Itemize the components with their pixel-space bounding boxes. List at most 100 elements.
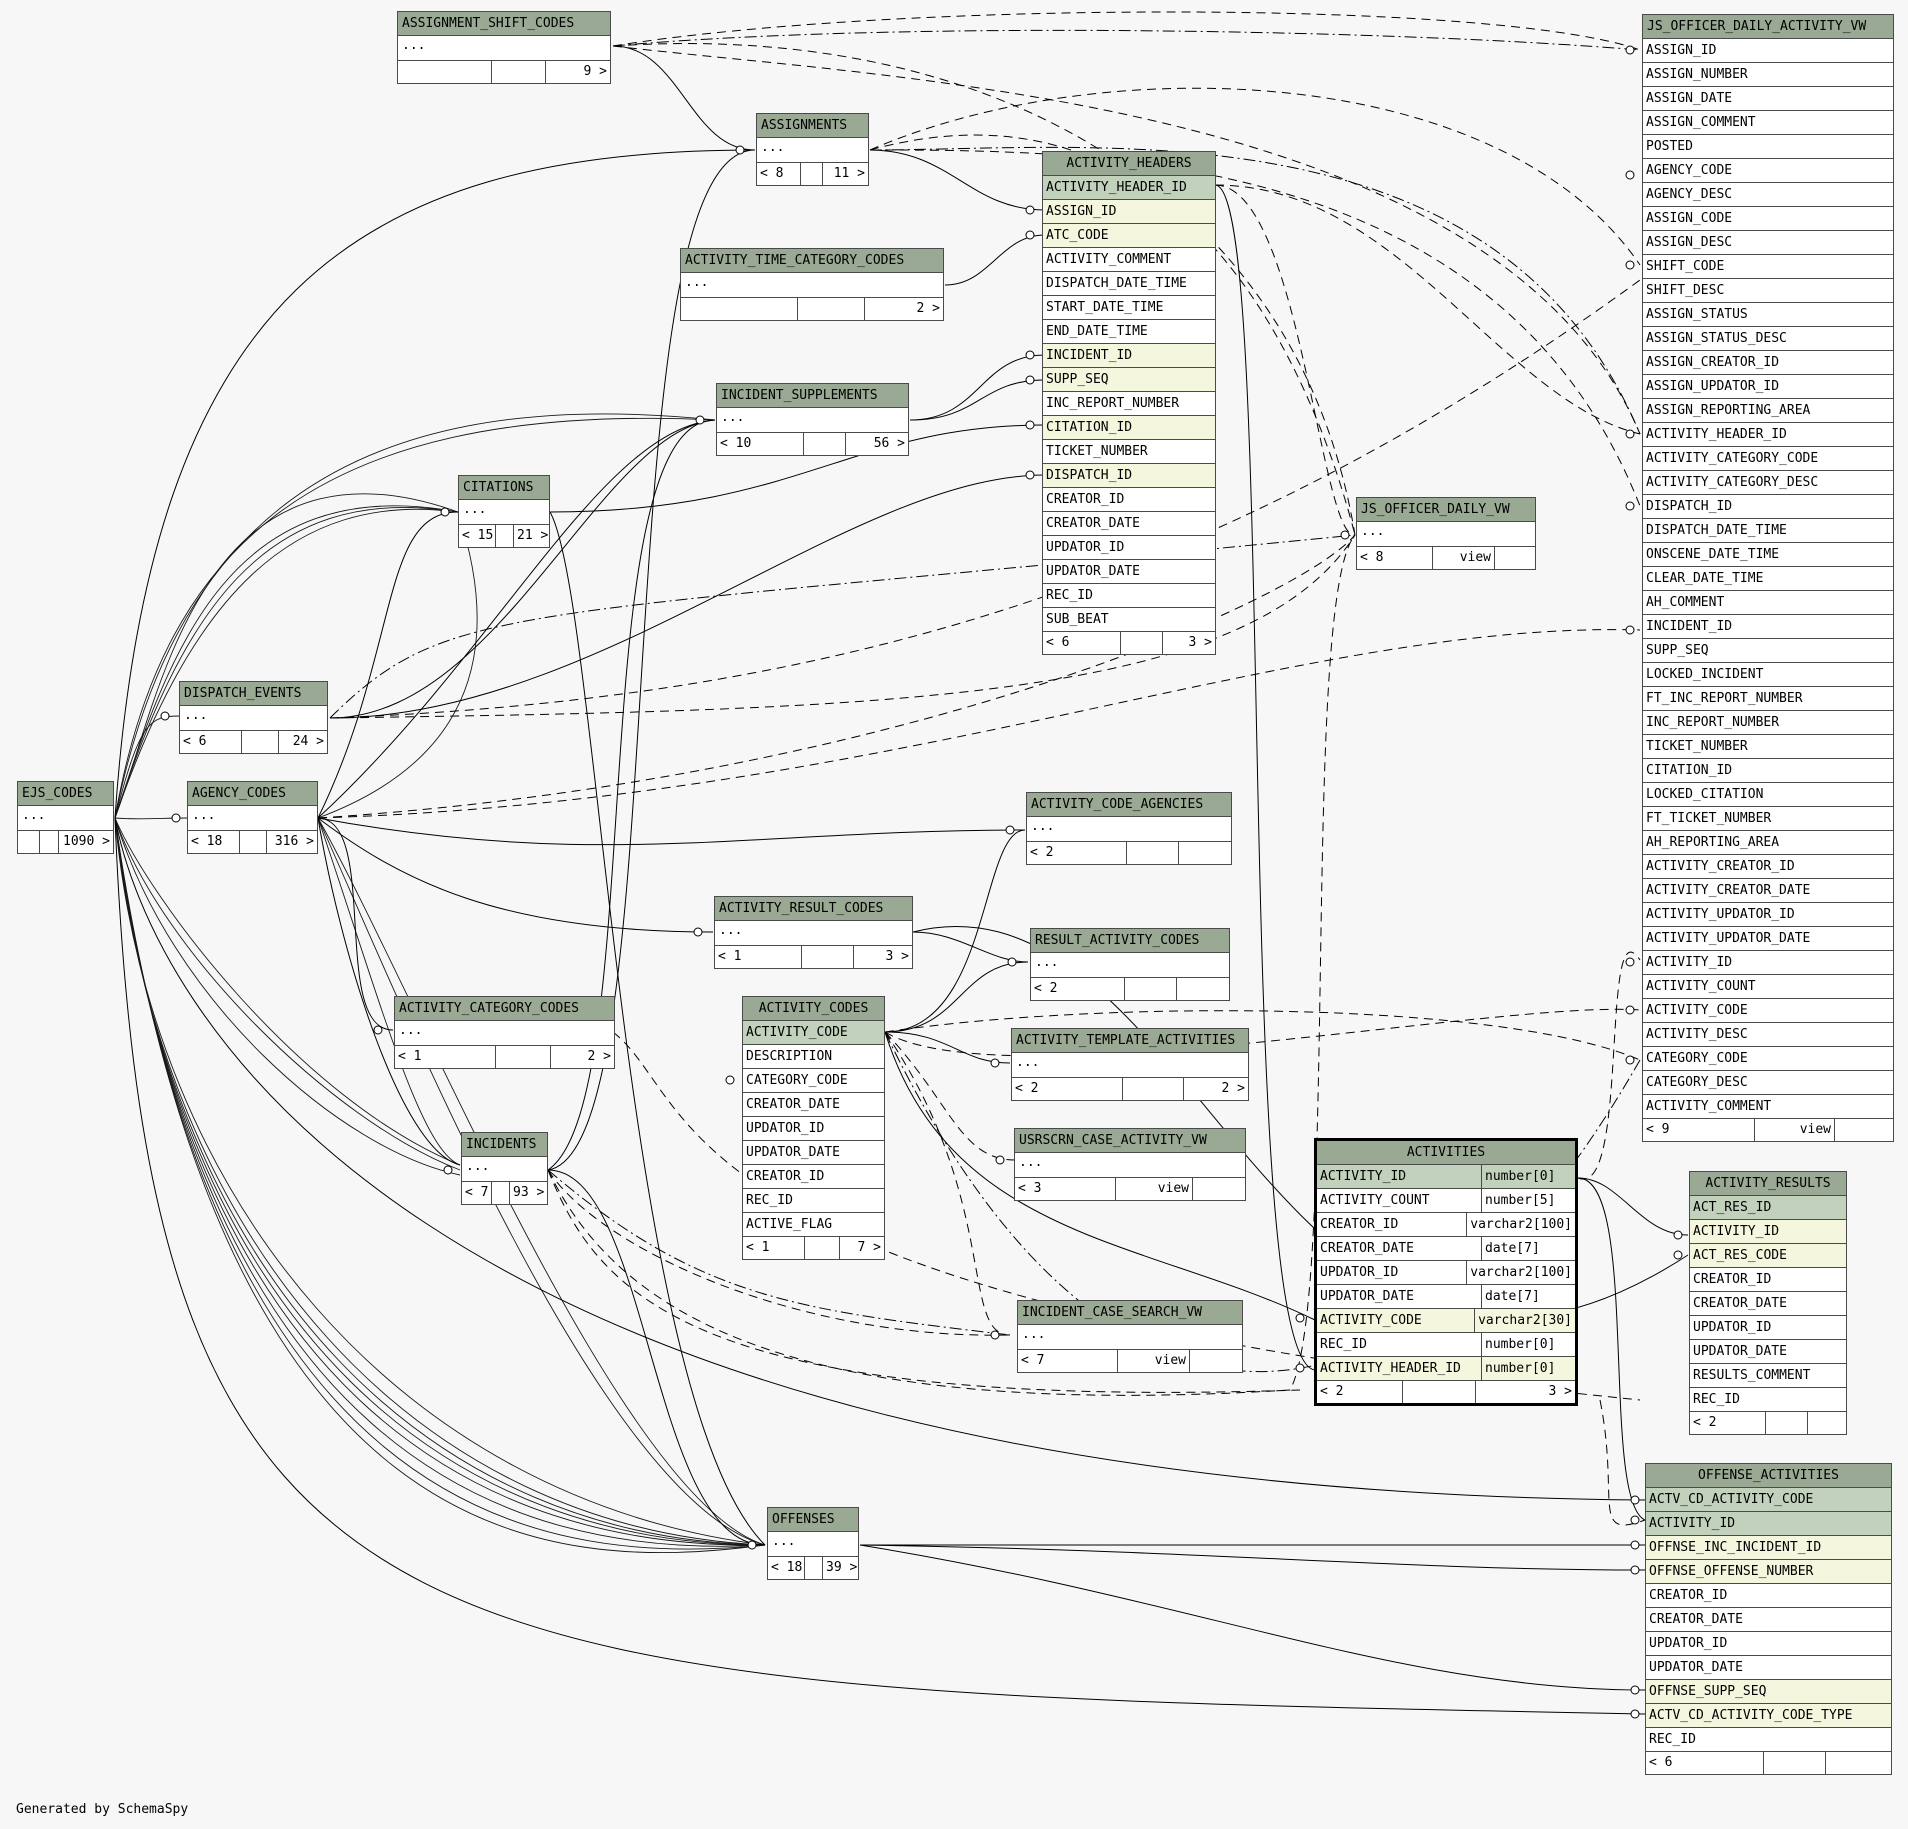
column-row: ASSIGN_CODE [1643,207,1893,231]
table-footer: < 8 view [1357,547,1535,569]
column-row: ASSIGN_DATE [1643,87,1893,111]
column-row: UPDATOR_DATE [743,1141,884,1165]
edge-aca-agency [317,817,1026,846]
table-ejs-codes[interactable]: EJS_CODES ... 1090 > [17,781,114,854]
table-activity-result-codes[interactable]: ACTIVITY_RESULT_CODES ... < 1 3 > [714,896,913,969]
edge-aca-codes [884,829,1026,1033]
table-incident-supplements[interactable]: INCIDENT_SUPPLEMENTS ... < 10 56 > [716,383,909,456]
column-row: INC_REPORT_NUMBER [1043,392,1215,416]
table-result-activity-codes[interactable]: RESULT_ACTIVITY_CODES ... < 2 [1030,928,1230,1001]
column-row: DISPATCH_DATE_TIME [1643,519,1893,543]
table-assignments[interactable]: ASSIGNMENTS ... < 8 11 > [756,113,869,186]
table-offense-activities[interactable]: OFFENSE_ACTIVITIES ACTV_CD_ACTIVITY_CODE… [1645,1463,1892,1775]
column-row: ACTIVITY_CATEGORY_CODE [1643,447,1893,471]
table-activity-template-activities[interactable]: ACTIVITY_TEMPLATE_ACTIVITIES ... < 2 2 > [1011,1028,1249,1101]
table-footer: < 2 [1690,1412,1846,1434]
table-title: INCIDENT_CASE_SEARCH_VW [1018,1301,1242,1325]
table-activity-time-category-codes[interactable]: ACTIVITY_TIME_CATEGORY_CODES ... 2 > [680,248,944,321]
edge-assignments-shift [612,45,756,151]
table-footer: < 7 view [1018,1350,1242,1372]
table-incidents[interactable]: INCIDENTS ... < 7 93 > [461,1132,548,1205]
edge-offenses-citations [549,511,766,1546]
table-dispatch-events[interactable]: DISPATCH_EVENTS ... < 6 24 > [179,681,328,754]
table-activity-headers[interactable]: ACTIVITY_HEADERS ACTIVITY_HEADER_ID ASSI… [1042,151,1216,655]
edge-ah-assignments [869,149,1046,211]
columns-collapsed: ... [717,408,908,433]
table-title: INCIDENTS [462,1133,547,1157]
columns-collapsed: ... [1012,1053,1248,1078]
column-row: CITATION_ID [1643,759,1893,783]
column-row: ACT_RES_ID [1690,1196,1846,1220]
column-row: FT_INC_REPORT_NUMBER [1643,687,1893,711]
table-agency-codes[interactable]: AGENCY_CODES ... < 18 316 > [187,781,318,854]
columns-collapsed: ... [1357,522,1535,547]
table-footer: < 10 56 > [717,433,908,455]
table-title: JS_OFFICER_DAILY_ACTIVITY_VW [1643,15,1893,39]
table-activity-results[interactable]: ACTIVITY_RESULTS ACT_RES_ID ACTIVITY_ID … [1689,1171,1847,1435]
column-row: SHIFT_DESC [1643,279,1893,303]
table-footer: < 1 2 > [395,1046,614,1068]
table-footer: < 2 2 > [1012,1078,1248,1100]
table-incident-case-search-vw[interactable]: INCIDENT_CASE_SEARCH_VW ... < 7 view [1017,1300,1243,1373]
column-row: ACTIVITY_ID [1690,1220,1846,1244]
edge-incidents-agency [317,817,461,1166]
column-row: OFFNSE_INC_INCIDENT_ID [1646,1536,1891,1560]
edge-ah-citations [549,424,1046,513]
table-js-officer-daily-vw[interactable]: JS_OFFICER_DAILY_VW ... < 8 view [1356,497,1536,570]
column-row: ACTIVITY_COUNT [1643,975,1893,999]
column-row: ASSIGN_DESC [1643,231,1893,255]
column-row: REC_ID [1690,1388,1846,1412]
column-row: CREATOR_DATE [1646,1608,1891,1632]
column-row: ACTIVITY_UPDATOR_ID [1643,903,1893,927]
column-row: TICKET_NUMBER [1643,735,1893,759]
table-activity-codes[interactable]: ACTIVITY_CODES ACTIVITY_CODE DESCRIPTION… [742,996,885,1260]
edge-rac-result [912,931,1029,963]
table-citations[interactable]: CITATIONS ... < 15 21 > [458,475,550,548]
column-row: ACTIVE_FLAG [743,1213,884,1237]
column-row: OFFNSE_SUPP_SEQ [1646,1680,1891,1704]
edge-oa-offenses-2 [859,1544,1646,1571]
table-usrscrn-case-activity-vw[interactable]: USRSCRN_CASE_ACTIVITY_VW ... < 3 view [1014,1128,1246,1201]
table-offenses[interactable]: OFFENSES ... < 18 39 > [767,1507,859,1580]
column-row: INCIDENT_ID [1643,615,1893,639]
columns-collapsed: ... [1018,1325,1242,1350]
edge-assign-incidents [547,149,756,1171]
column-row: CATEGORY_DESC [1643,1071,1893,1095]
edge-rac-codes [884,961,1029,1033]
columns-collapsed: ... [715,921,912,946]
column-row: OFFNSE_OFFENSE_NUMBER [1646,1560,1891,1584]
column-row: CLEAR_DATE_TIME [1643,567,1893,591]
table-title: ACTIVITY_TIME_CATEGORY_CODES [681,249,943,273]
table-title: DISPATCH_EVENTS [180,682,327,706]
column-row: CREATOR_DATE [1690,1292,1846,1316]
column-row: LOCKED_INCIDENT [1643,663,1893,687]
table-assignment-shift-codes[interactable]: ASSIGNMENT_SHIFT_CODES ... 9 > [397,11,611,84]
column-row: CREATOR_ID [743,1165,884,1189]
columns-collapsed: ... [768,1532,858,1557]
column-row: CREATOR_ID [1690,1268,1846,1292]
columns-collapsed: ... [188,806,317,831]
column-row: ASSIGN_STATUS_DESC [1643,327,1893,351]
column-row: ACTIVITY_ID [1643,951,1893,975]
edge-arc-agency [317,817,714,933]
table-title: INCIDENT_SUPPLEMENTS [717,384,908,408]
column-row: ACTV_CD_ACTIVITY_CODE [1646,1488,1891,1512]
table-footer: < 3 view [1015,1178,1245,1200]
columns-collapsed: ... [1015,1153,1245,1178]
column-row: ACTIVITY_COMMENT [1643,1095,1893,1119]
column-row: ACTIVITY_CODE [743,1021,884,1045]
column-row: ACTIVITY_DESC [1643,1023,1893,1047]
column-row: SUB_BEAT [1043,608,1215,632]
table-activity-code-agencies[interactable]: ACTIVITY_CODE_AGENCIES ... < 2 [1026,792,1232,865]
table-activity-category-codes[interactable]: ACTIVITY_CATEGORY_CODES ... < 1 2 > [394,996,615,1069]
table-footer: < 15 21 > [459,525,549,547]
table-js-officer-daily-activity-vw[interactable]: JS_OFFICER_DAILY_ACTIVITY_VW ASSIGN_ID A… [1642,14,1894,1142]
column-row: ASSIGN_ID [1643,39,1893,63]
